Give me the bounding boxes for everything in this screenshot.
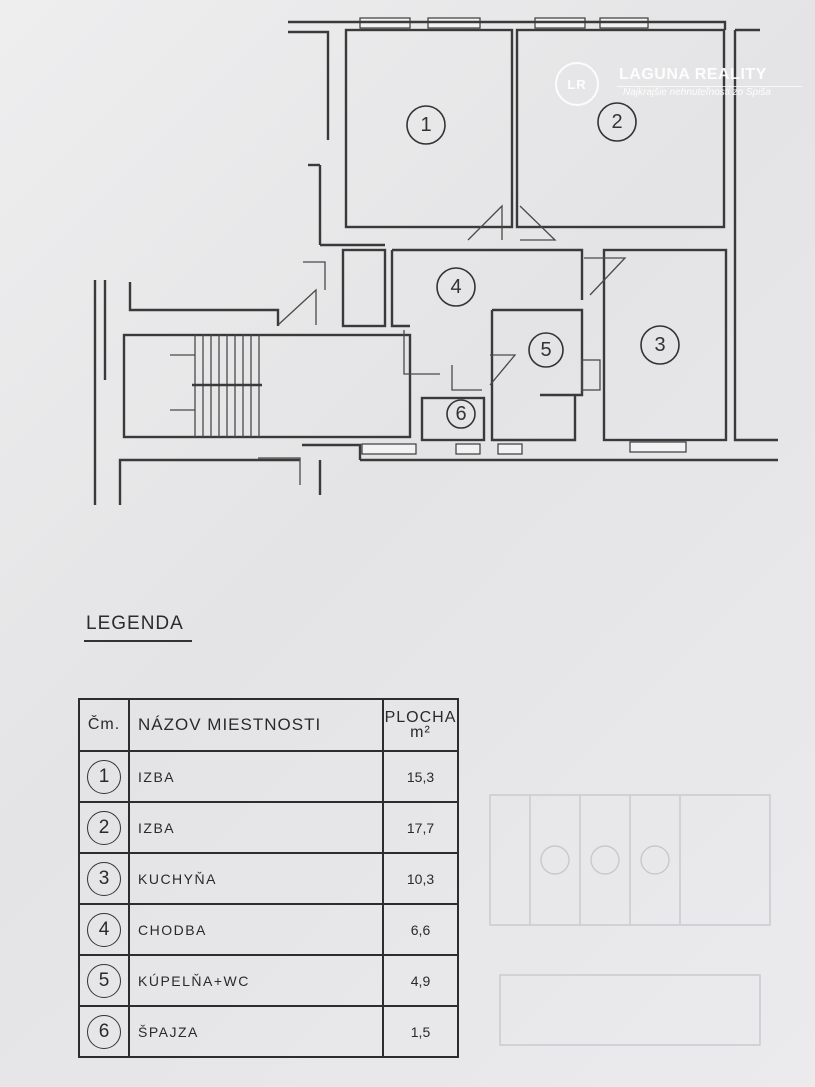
room-number-2: 2 bbox=[611, 111, 622, 133]
row-room-name: IZBA bbox=[128, 801, 384, 854]
ghost-plan bbox=[489, 794, 771, 1046]
row-area: 17,7 bbox=[382, 801, 459, 854]
row-area: 1,5 bbox=[382, 1005, 459, 1058]
row-area: 4,9 bbox=[382, 954, 459, 1007]
row-room-name: ŠPAJZA bbox=[128, 1005, 384, 1058]
row-number: 5 bbox=[87, 963, 121, 998]
row-area: 10,3 bbox=[382, 852, 459, 905]
brand-divider bbox=[617, 86, 802, 87]
door-swings bbox=[258, 204, 627, 485]
room-number-6: 6 bbox=[455, 403, 466, 425]
legend-header-row: Čm. NÁZOV MIESTNOSTI PLOCHA m² bbox=[78, 698, 459, 752]
room-number-1: 1 bbox=[420, 114, 431, 136]
room-number-3: 3 bbox=[654, 334, 665, 356]
header-room-name: NÁZOV MIESTNOSTI bbox=[128, 698, 384, 752]
staircase bbox=[170, 335, 262, 437]
row-area: 6,6 bbox=[382, 903, 459, 956]
table-row: 5 KÚPELŇA+WC 4,9 bbox=[78, 954, 459, 1007]
room-number-5: 5 bbox=[540, 339, 551, 361]
row-area: 15,3 bbox=[382, 750, 459, 803]
row-room-name: KUCHYŇA bbox=[128, 852, 384, 905]
row-number: 1 bbox=[87, 759, 121, 794]
header-area-unit: m² bbox=[410, 724, 431, 741]
walls bbox=[93, 17, 778, 505]
table-row: 4 CHODBA 6,6 bbox=[78, 903, 459, 956]
brand-name: LAGUNA REALITY bbox=[619, 66, 767, 83]
header-area-label: PLOCHA bbox=[384, 709, 457, 726]
legend-table: Čm. NÁZOV MIESTNOSTI PLOCHA m² 1 IZBA 15… bbox=[78, 698, 459, 1058]
room-number-4: 4 bbox=[450, 276, 461, 298]
legend-title: LEGENDA bbox=[86, 613, 184, 634]
header-number: Čm. bbox=[78, 698, 130, 752]
brand-logo: LR LAGUNA REALITY Najkrajšie nehnuteľnos… bbox=[555, 60, 810, 110]
table-row: 2 IZBA 17,7 bbox=[78, 801, 459, 854]
row-number: 4 bbox=[87, 912, 121, 947]
row-number: 6 bbox=[87, 1014, 121, 1049]
table-row: 6 ŠPAJZA 1,5 bbox=[78, 1005, 459, 1058]
legend-title-underline bbox=[84, 640, 192, 642]
brand-logo-icon: LR bbox=[555, 62, 599, 106]
row-room-name: CHODBA bbox=[128, 903, 384, 956]
row-number: 3 bbox=[87, 861, 121, 896]
brand-tagline: Najkrajšie nehnuteľnosti zo Spiša bbox=[623, 87, 771, 98]
row-room-name: IZBA bbox=[128, 750, 384, 803]
row-room-name: KÚPELŇA+WC bbox=[128, 954, 384, 1007]
row-number: 2 bbox=[87, 810, 121, 845]
table-row: 3 KUCHYŇA 10,3 bbox=[78, 852, 459, 905]
table-row: 1 IZBA 15,3 bbox=[78, 750, 459, 803]
room-labels: 1 2 3 4 5 6 bbox=[406, 102, 680, 429]
header-area: PLOCHA m² bbox=[382, 698, 459, 752]
